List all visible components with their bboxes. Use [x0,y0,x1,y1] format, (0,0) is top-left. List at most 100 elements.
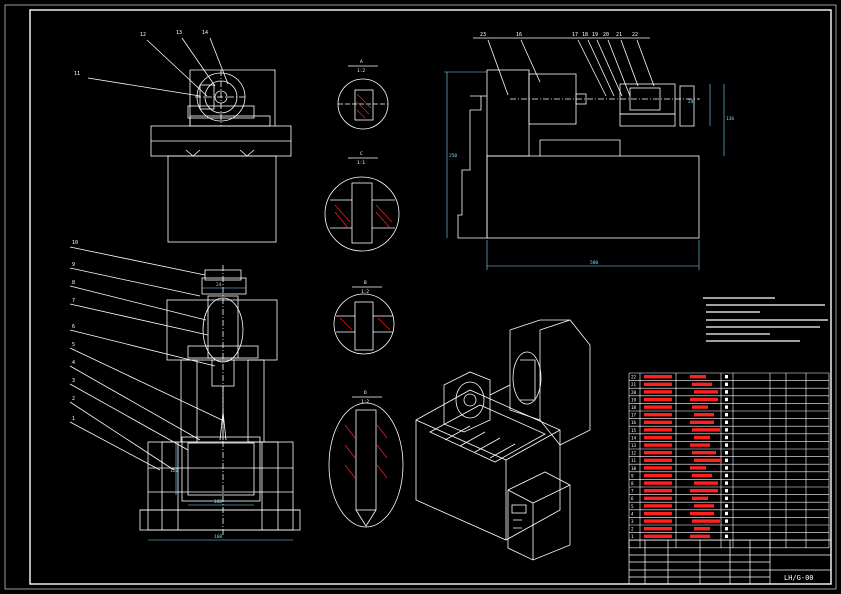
callout-17: 17 [572,32,578,38]
dim-lower-top: 24 [216,282,222,288]
bom-row-number: 12 [631,451,637,456]
bom-name-cell [692,496,708,500]
bom-row-number: 6 [631,496,634,501]
bom-name-cell [692,473,712,478]
section-b-letter: B [364,280,367,286]
callout-19: 19 [592,32,598,38]
callout-18: 18 [582,32,588,38]
bom-qty-cell [725,519,728,523]
bom-name-cell [690,534,710,538]
section-labels: A 1:2 C 1:1 B 1:2 D 1:2 [357,59,369,405]
callout-5: 5 [72,342,75,348]
bom-row-number: 7 [631,489,634,494]
bom-row-number: 16 [631,420,637,425]
bom-name-cell [690,489,718,493]
inner-border [29,9,832,585]
bom-row-number: 21 [631,382,637,387]
bom-code-cell [644,420,672,424]
bom-name-cell [692,451,716,455]
bom-code-cell [644,397,672,402]
side-view-dimensions [444,71,725,270]
callout-13: 13 [176,30,182,36]
bom-row-number: 13 [631,443,637,448]
bom-qty-cell [725,534,728,538]
callout-2: 2 [72,396,75,402]
bom-row-number: 19 [631,397,637,402]
callout-4: 4 [72,360,75,366]
front-view [87,37,292,243]
callout-14: 14 [202,30,208,36]
bom-table [628,372,830,549]
section-views [324,65,404,528]
bom-name-cell [692,519,720,523]
bom-code-cell [644,473,672,478]
section-a-letter: A [360,59,363,65]
bom-name-cell [694,527,710,531]
bom-name-cell [694,435,710,440]
bom-row-number: 18 [631,405,637,410]
bom-code-cell [644,435,672,440]
bom-code-cell [644,443,672,447]
bom-qty-cell [725,390,728,394]
bom-qty-cell [725,435,728,440]
dim-inner: 24 [688,99,694,105]
callout-21: 21 [616,32,622,38]
bom-code-cell [644,451,672,455]
bom-code-cell [644,466,672,470]
callout-labels: 12 13 14 11 23 16 17 18 19 20 21 22 10 9… [72,30,638,422]
bom-qty-cell [725,466,728,470]
callout-20: 20 [603,32,609,38]
bom-name-cell [694,481,718,485]
bom-qty-cell [725,375,728,379]
bom-code-cell [644,534,672,538]
bom-qty-cell [725,489,728,493]
bom-qty-cell [725,511,728,516]
bom-name-cell [690,443,710,447]
bom-code-cell [644,519,672,523]
dim-width: 188 [214,499,222,505]
bom-row-number: 9 [631,473,634,478]
bom-qty-cell [725,527,728,531]
bom-code-cell [644,382,672,386]
bom-qty-cell [725,458,728,462]
dim-left: 250 [449,153,457,159]
bom-qty-cell [725,420,728,424]
bom-name-cell [694,390,718,394]
section-b-scale: 1:2 [361,289,369,295]
callout-16: 16 [516,32,522,38]
section-hatching [334,93,393,479]
section-d-scale: 1:2 [361,399,369,405]
bom-name-cell [692,428,720,432]
dim-bottom: 580 [590,260,598,266]
title-block-text: LH/G-00 [784,574,814,582]
outer-border [4,4,837,590]
bom-code-cell [644,413,672,417]
bom-name-cell [690,397,718,402]
bom-qty-cell [725,443,728,447]
bom-code-cell [644,405,672,409]
drawing-number: LH/G-00 [784,574,814,582]
bom-row-number: 2 [631,527,634,532]
bom-qty-cell [725,405,728,409]
callout-3: 3 [72,378,75,384]
bom-qty-cell [725,481,728,485]
bom-qty-cell [725,504,728,508]
bom-code-cell [644,428,672,432]
bom-code-cell [644,481,672,485]
bom-name-cell [692,382,712,386]
bom-code-cell [644,458,672,462]
bom-code-cell [644,375,672,379]
bom-qty-cell [725,397,728,402]
bom-name-cell [690,375,706,379]
section-c-scale: 1:1 [357,160,365,166]
bom-name-cell [694,458,722,462]
callout-11: 11 [74,71,80,77]
dim-height: 136 [726,116,734,122]
bom-row-number: 22 [631,375,637,380]
bom-row-number: 17 [631,413,637,418]
bom-row-number: 14 [631,435,637,440]
callout-12: 12 [140,32,146,38]
callout-6: 6 [72,324,75,330]
bom-qty-cell [725,382,728,386]
